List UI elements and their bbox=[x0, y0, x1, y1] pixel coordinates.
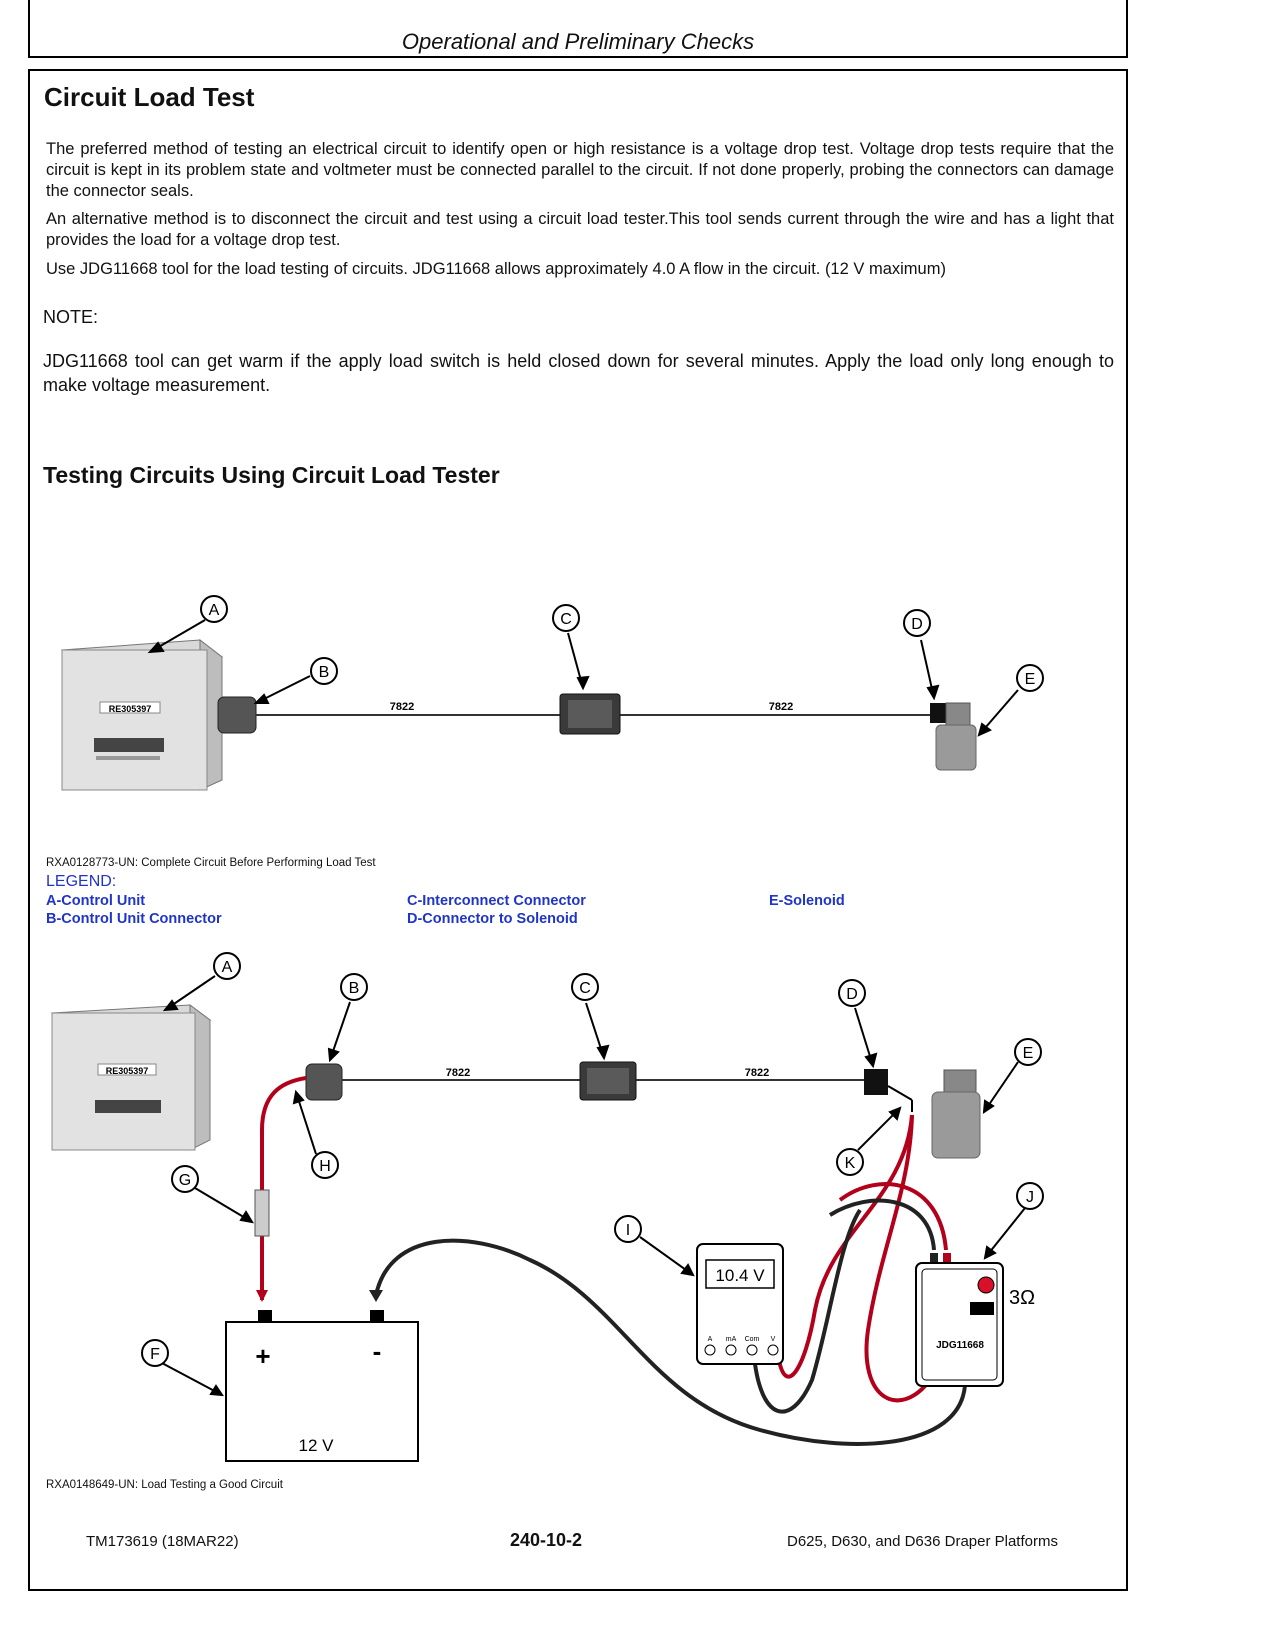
battery-negative: - bbox=[373, 1336, 382, 1366]
section-title: Circuit Load Test bbox=[44, 82, 255, 112]
legend-item-b: B-Control Unit Connector bbox=[46, 911, 222, 927]
svg-text:mA: mA bbox=[726, 1336, 737, 1343]
callout-i-fig2: I bbox=[614, 1215, 642, 1243]
solenoid-connector-fig2 bbox=[864, 1069, 888, 1095]
legend-item-d: D-Connector to Solenoid bbox=[407, 911, 578, 927]
paragraph-3: Use JDG11668 tool for the load testing o… bbox=[46, 260, 946, 278]
wire-label: 7822 bbox=[390, 701, 414, 713]
callout-k-fig2: K bbox=[836, 1148, 864, 1176]
callout-d-fig1: D bbox=[903, 609, 931, 637]
svg-text:G: G bbox=[179, 1172, 191, 1189]
callout-g-fig2: G bbox=[171, 1165, 199, 1193]
svg-text:F: F bbox=[150, 1346, 160, 1363]
figure2-caption: RXA0148649-UN: Load Testing a Good Circu… bbox=[46, 1479, 283, 1491]
callout-c-fig1: C bbox=[552, 604, 580, 632]
callout-c-fig2: C bbox=[571, 973, 599, 1001]
callout-j-fig2: J bbox=[1016, 1182, 1044, 1210]
interconnect-connector-fig2 bbox=[579, 1061, 637, 1101]
solenoid bbox=[935, 702, 977, 771]
svg-text:A: A bbox=[222, 959, 233, 976]
footer-doc-id: TM173619 (18MAR22) bbox=[86, 1533, 239, 1550]
callout-b-fig1: B bbox=[310, 657, 338, 685]
legend-title: LEGEND: bbox=[46, 873, 117, 890]
svg-text:A: A bbox=[708, 1336, 713, 1343]
svg-text:A: A bbox=[209, 602, 220, 619]
solenoid-fig2 bbox=[931, 1069, 981, 1159]
callout-a-fig2: A bbox=[213, 952, 241, 980]
subsection-title: Testing Circuits Using Circuit Load Test… bbox=[43, 462, 500, 488]
svg-text:B: B bbox=[319, 664, 330, 681]
callout-e-fig2: E bbox=[1014, 1038, 1042, 1066]
svg-text:V: V bbox=[771, 1336, 776, 1343]
callout-a-fig1: A bbox=[200, 595, 228, 623]
svg-text:D: D bbox=[846, 986, 858, 1003]
svg-text:C: C bbox=[560, 611, 572, 628]
paragraph-1: The preferred method of testing an elect… bbox=[46, 140, 1114, 200]
note-text: JDG11668 tool can get warm if the apply … bbox=[43, 351, 1114, 395]
wire-label-fig2: 7822 bbox=[446, 1067, 470, 1079]
svg-text:Com: Com bbox=[745, 1336, 760, 1343]
legend-item-e: E-Solenoid bbox=[769, 893, 845, 909]
callout-h-fig2: H bbox=[311, 1151, 339, 1179]
wire-label: 7822 bbox=[769, 701, 793, 713]
load-lamp bbox=[977, 1276, 995, 1294]
header-title: Operational and Preliminary Checks bbox=[401, 29, 755, 54]
svg-text:H: H bbox=[319, 1158, 331, 1175]
figure1-caption: RXA0128773-UN: Complete Circuit Before P… bbox=[46, 857, 376, 869]
control-unit-connector-fig2 bbox=[305, 1063, 343, 1101]
svg-text:C: C bbox=[579, 980, 591, 997]
control-unit-part-number: RE305397 bbox=[109, 704, 152, 714]
legend-item-c: C-Interconnect Connector bbox=[407, 893, 586, 909]
wire-label-fig2: 7822 bbox=[745, 1067, 769, 1079]
paragraph-2: An alternative method is to disconnect t… bbox=[46, 210, 1114, 249]
callout-e-fig1: E bbox=[1016, 664, 1044, 692]
svg-text:I: I bbox=[626, 1222, 630, 1239]
battery-voltage: 12 V bbox=[299, 1436, 335, 1455]
content-frame bbox=[28, 69, 1128, 1591]
svg-text:B: B bbox=[349, 980, 360, 997]
control-unit-part-number-fig2: RE305397 bbox=[106, 1066, 149, 1076]
solenoid-connector bbox=[930, 703, 950, 723]
page-header: Operational and Preliminary Checks bbox=[28, 0, 1128, 58]
svg-text:J: J bbox=[1026, 1189, 1034, 1206]
footer-page-number: 240-10-2 bbox=[510, 1530, 583, 1550]
control-unit-illustration-fig2: RE305397 bbox=[50, 1004, 212, 1151]
control-unit-illustration: RE305397 bbox=[60, 638, 224, 791]
footer-product: D625, D630, and D636 Draper Platforms bbox=[787, 1533, 1058, 1550]
multimeter: 10.4 V A mA Com V bbox=[696, 1243, 784, 1365]
callout-b-fig2: B bbox=[340, 973, 368, 1001]
apply-load-switch bbox=[970, 1302, 994, 1315]
tester-name: JDG11668 bbox=[936, 1340, 984, 1351]
load-tester: JDG11668 3Ω bbox=[915, 1253, 1035, 1387]
tester-resistance: 3Ω bbox=[1009, 1287, 1035, 1309]
svg-text:K: K bbox=[845, 1155, 856, 1172]
meter-reading: 10.4 V bbox=[715, 1266, 765, 1285]
svg-text:D: D bbox=[911, 616, 923, 633]
interconnect-connector bbox=[559, 693, 621, 735]
legend-item-a: A-Control Unit bbox=[46, 893, 146, 909]
callout-f-fig2: F bbox=[141, 1339, 169, 1367]
fuse bbox=[254, 1189, 270, 1237]
svg-text:E: E bbox=[1025, 671, 1036, 688]
battery-positive: + bbox=[255, 1341, 270, 1371]
battery: + - 12 V bbox=[225, 1310, 419, 1462]
callout-d-fig2: D bbox=[838, 979, 866, 1007]
note-label: NOTE: bbox=[43, 307, 99, 327]
svg-text:E: E bbox=[1023, 1045, 1034, 1062]
